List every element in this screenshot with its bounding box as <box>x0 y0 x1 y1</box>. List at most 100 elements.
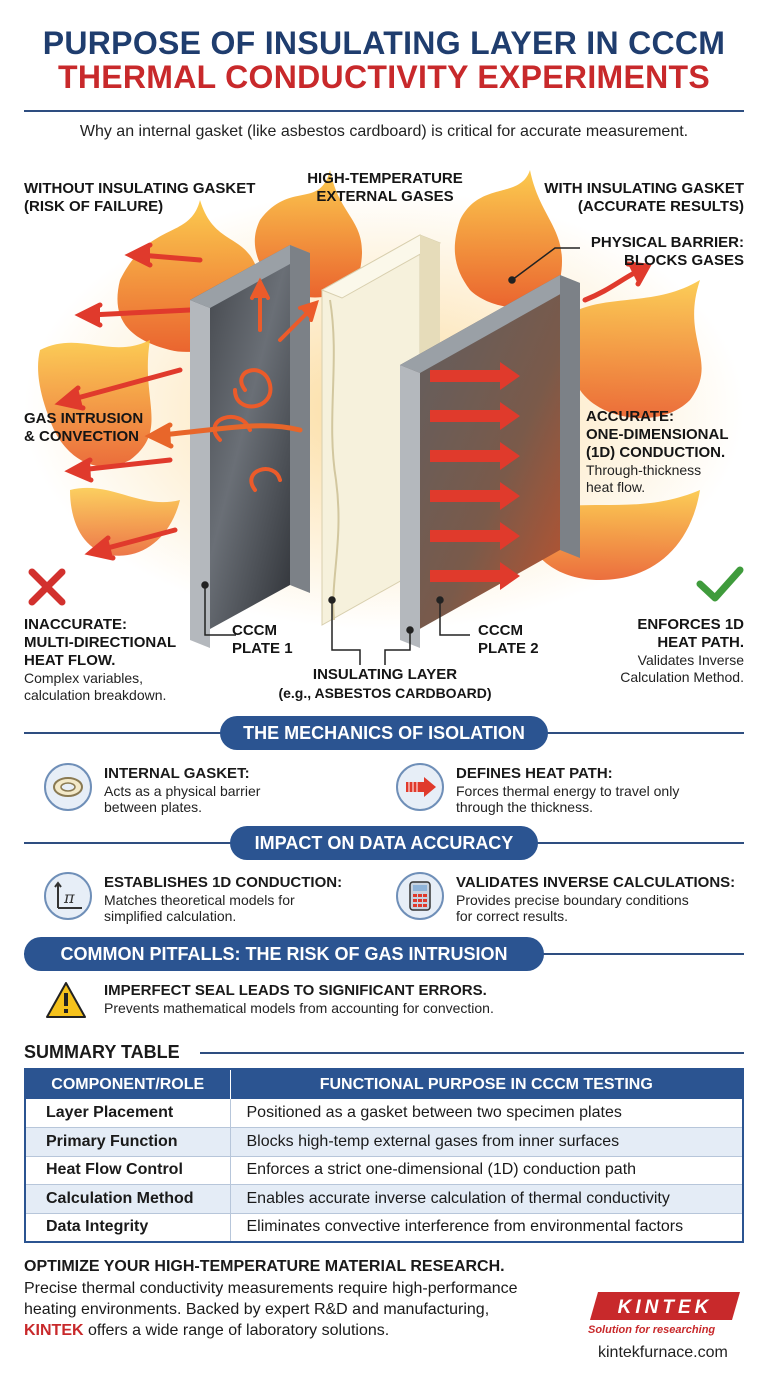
title-line-1: PURPOSE OF INSULATING LAYER IN CCCM <box>42 25 726 61</box>
mechanics-item-text-line: Forces thermal energy to travel only <box>456 783 680 799</box>
warning-icon <box>46 982 86 1018</box>
plates-illustration-svg <box>24 170 744 665</box>
logo-tagline: Solution for researching <box>588 1324 716 1336</box>
footer-text-part: Precise thermal conductivity measurement… <box>24 1280 518 1318</box>
summary-table: COMPONENT/ROLE FUNCTIONAL PURPOSE IN CCC… <box>24 1068 744 1243</box>
title-divider <box>24 110 744 112</box>
impact-item-1d: π ESTABLISHES 1D CONDUCTION: Matches the… <box>44 872 384 924</box>
column-header: FUNCTIONAL PURPOSE IN CCCM TESTING <box>230 1069 743 1099</box>
impact-section-header: IMPACT ON DATA ACCURACY <box>24 826 744 860</box>
inaccurate-title-line-3: HEAT FLOW. <box>24 652 116 669</box>
footer-title: OPTIMIZE YOUR HIGH-TEMPERATURE MATERIAL … <box>24 1258 505 1275</box>
kintek-logo: KINTEK <box>590 1292 740 1320</box>
table-cell: Positioned as a gasket between two speci… <box>230 1099 743 1128</box>
calculator-icon <box>396 872 444 920</box>
accurate-title-line-2: ONE-DIMENSIONAL <box>586 426 729 443</box>
enforces-text-line-1: Validates Inverse <box>637 652 744 668</box>
table-cell: Primary Function <box>25 1127 231 1157</box>
table-cell: Calculation Method <box>25 1184 231 1214</box>
mechanics-item-text-line: through the thickness. <box>456 799 593 815</box>
accurate-title-line-1: ACCURATE: <box>586 408 675 425</box>
gas-intrusion-label: GAS INTRUSION & CONVECTION <box>24 410 143 446</box>
left-heading-line-2: (RISK OF FAILURE) <box>24 198 164 215</box>
center-heading: HIGH-TEMPERATURE EXTERNAL GASES <box>300 170 470 206</box>
right-heading-line-2: (ACCURATE RESULTS) <box>577 198 744 215</box>
mechanics-section-header: THE MECHANICS OF ISOLATION <box>24 716 744 750</box>
check-icon <box>696 566 744 602</box>
barrier-label-line-2: BLOCKS GASES <box>623 252 744 269</box>
right-heading: WITH INSULATING GASKET (ACCURATE RESULTS… <box>528 180 744 216</box>
pitfalls-heading: COMMON PITFALLS: THE RISK OF GAS INTRUSI… <box>24 937 544 971</box>
center-heading-line-2: EXTERNAL GASES <box>316 188 454 205</box>
pi-graph-icon: π <box>44 872 92 920</box>
table-cell: Layer Placement <box>25 1099 231 1128</box>
enforces-text-line-2: Calculation Method. <box>620 669 744 685</box>
center-heading-line-1: HIGH-TEMPERATURE <box>307 170 463 187</box>
impact-item-inverse: VALIDATES INVERSE CALCULATIONS: Provides… <box>396 872 746 924</box>
inaccurate-text-line-1: Complex variables, <box>24 670 144 686</box>
convection-swirl-icon <box>212 277 319 492</box>
table-cell: Heat Flow Control <box>25 1156 231 1185</box>
footer-text-part: offers a wide range of laboratory soluti… <box>83 1322 390 1339</box>
cccm-plate-1 <box>190 245 310 648</box>
table-cell: Enforces a strict one-dimensional (1D) c… <box>230 1156 743 1185</box>
inaccurate-title: INACCURATE: MULTI-DIRECTIONAL HEAT FLOW. <box>24 616 176 670</box>
impact-item-text-line: simplified calculation. <box>104 908 237 924</box>
accurate-text-line-1: Through-thickness <box>586 462 702 478</box>
gasket-ring-icon <box>44 763 92 811</box>
summary-rule <box>200 1052 744 1054</box>
accurate-text-line-2: heat flow. <box>586 479 646 495</box>
pitfalls-title: IMPERFECT SEAL LEADS TO SIGNIFICANT ERRO… <box>104 982 487 999</box>
table-cell: Blocks high-temp external gases from inn… <box>230 1127 743 1157</box>
insulating-layer-line-1: INSULATING LAYER <box>312 666 458 683</box>
table-cell: Data Integrity <box>25 1213 231 1242</box>
mechanics-item-text-line: between plates. <box>104 799 203 815</box>
left-heading-line-1: WITHOUT INSULATING GASKET <box>24 180 256 197</box>
logo-text: KINTEK <box>618 1297 713 1318</box>
table-header-row: COMPONENT/ROLE FUNCTIONAL PURPOSE IN CCC… <box>25 1069 743 1099</box>
insulating-layer-label: INSULATING LAYER (e.g., ASBESTOS CARDBOA… <box>270 666 500 702</box>
mechanics-item-title: INTERNAL GASKET: <box>104 765 250 782</box>
inaccurate-text-line-2: calculation breakdown. <box>24 687 167 703</box>
impact-heading: IMPACT ON DATA ACCURACY <box>230 826 538 860</box>
footer-text: Precise thermal conductivity measurement… <box>24 1278 524 1341</box>
accurate-title-line-3: (1D) CONDUCTION. <box>586 444 726 461</box>
svg-text:π: π <box>63 888 75 907</box>
impact-item-text-line: Provides precise boundary conditions <box>456 892 689 908</box>
label-leader-lines <box>201 247 580 665</box>
right-heading-line-1: WITH INSULATING GASKET <box>544 180 744 197</box>
subtitle: Why an internal gasket (like asbestos ca… <box>79 123 689 140</box>
impact-item-text: Matches theoretical models for simplifie… <box>104 892 295 924</box>
plate-2-label: CCCM PLATE 2 <box>478 622 539 658</box>
mechanics-item-title: DEFINES HEAT PATH: <box>456 765 613 782</box>
inaccurate-block: INACCURATE: MULTI-DIRECTIONAL HEAT FLOW.… <box>24 616 176 704</box>
plate-2-label-line-2: PLATE 2 <box>478 640 539 657</box>
pitfalls-text: Prevents mathematical models from accoun… <box>104 1000 494 1016</box>
enforces-block: ENFORCES 1D HEAT PATH. Validates Inverse… <box>574 616 744 686</box>
footer-brand: KINTEK <box>24 1322 84 1339</box>
enforces-title: ENFORCES 1D HEAT PATH. <box>574 616 744 652</box>
impact-item-text: Provides precise boundary conditions for… <box>456 892 689 924</box>
heat-path-arrow-icon <box>396 763 444 811</box>
website-link[interactable]: kintekfurnace.com <box>598 1344 728 1361</box>
enforces-text: Validates Inverse Calculation Method. <box>574 652 744 686</box>
pitfalls-item: IMPERFECT SEAL LEADS TO SIGNIFICANT ERRO… <box>44 980 744 1024</box>
gas-intrusion-arrow <box>144 422 303 449</box>
accurate-title: ACCURATE: ONE-DIMENSIONAL (1D) CONDUCTIO… <box>586 408 729 462</box>
barrier-label: PHYSICAL BARRIER: BLOCKS GASES <box>582 234 744 270</box>
summary-heading: SUMMARY TABLE <box>24 1042 180 1062</box>
one-dimensional-heat-arrows <box>430 362 520 590</box>
column-header: COMPONENT/ROLE <box>25 1069 231 1099</box>
accurate-text: Through-thickness heat flow. <box>586 462 729 496</box>
plate-1-label-line-2: PLATE 1 <box>232 640 293 657</box>
pitfalls-section-header: COMMON PITFALLS: THE RISK OF GAS INTRUSI… <box>24 937 744 971</box>
mechanics-heading: THE MECHANICS OF ISOLATION <box>220 716 548 750</box>
inaccurate-title-line-1: INACCURATE: <box>24 616 128 633</box>
escaping-heat-arrows <box>54 242 203 561</box>
plate-2-label-line-1: CCCM <box>478 622 523 639</box>
accurate-block: ACCURATE: ONE-DIMENSIONAL (1D) CONDUCTIO… <box>586 408 729 496</box>
